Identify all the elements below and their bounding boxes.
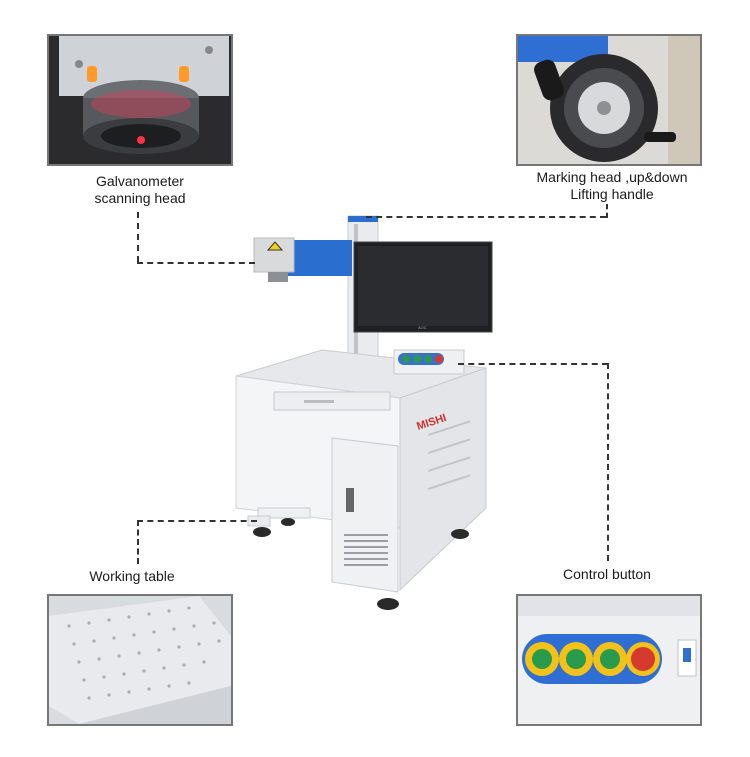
control-button-leader-vertical [607, 363, 609, 561]
galvanometer-label: Galvanometer scanning head [72, 173, 208, 207]
galvanometer-leader-horizontal [137, 262, 255, 264]
marking-head-photo [516, 34, 702, 166]
working-table-leader-vertical [137, 520, 139, 564]
marking-head-label: Marking head ,up&down Lifting handle [522, 169, 702, 203]
control-button-label: Control button [563, 566, 651, 582]
working-table-leader-horizontal [137, 520, 257, 522]
control-button-photo [516, 594, 702, 726]
monitor-brand: AOC [418, 325, 427, 330]
laser-marking-machine: AOC MISHI [228, 212, 500, 616]
marking-head-label-line1: Marking head ,up&down [536, 169, 688, 185]
working-table-label: Working table [89, 568, 175, 584]
table-holes [67, 606, 221, 700]
control-button-leader-horizontal [458, 363, 608, 365]
marking-head-label-line2: Lifting handle [570, 186, 654, 202]
marking-head-leader-horizontal [366, 216, 606, 218]
galvanometer-label-line1: Galvanometer [96, 173, 184, 189]
working-table-photo [47, 594, 233, 726]
galvanometer-leader-vertical [137, 212, 139, 262]
marking-head-leader-vertical [606, 204, 608, 218]
galvanometer-photo [47, 34, 233, 166]
galvanometer-label-line2: scanning head [94, 190, 186, 206]
